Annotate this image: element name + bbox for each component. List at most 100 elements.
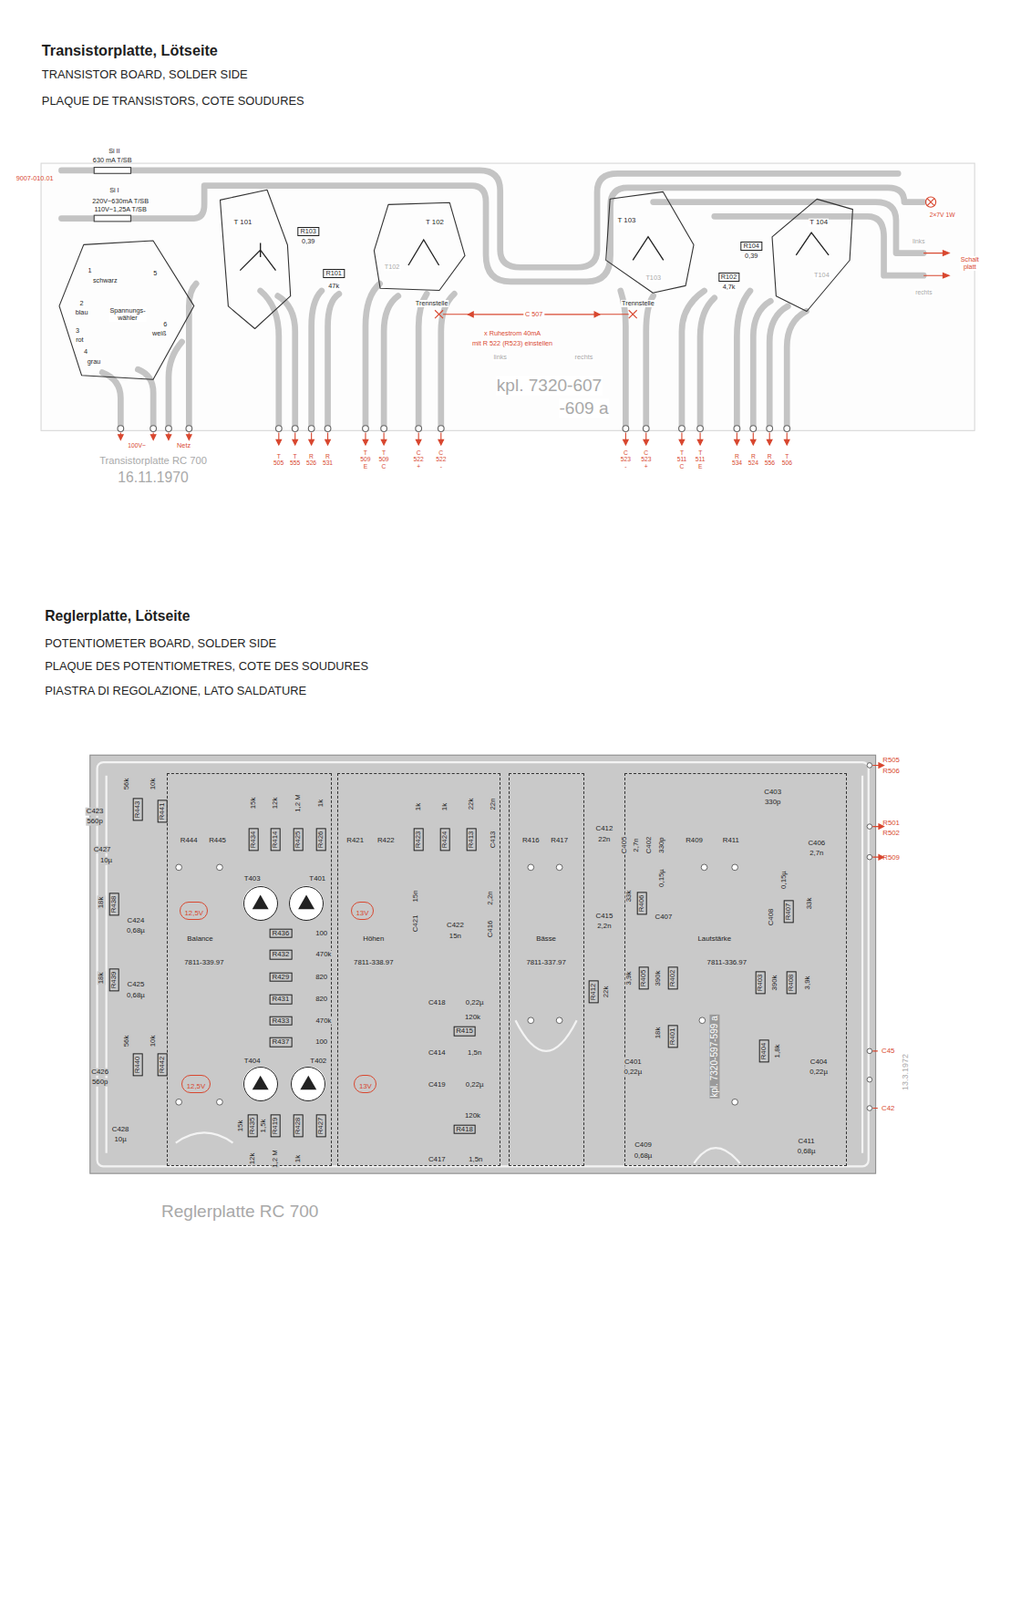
part-label: 10k xyxy=(149,1034,158,1049)
part-label: C423 xyxy=(85,807,105,816)
part-label: 0,22µ xyxy=(808,1067,829,1076)
part-label: R433 xyxy=(269,1015,293,1026)
part-label: C416 xyxy=(485,919,495,939)
part-label: R422 xyxy=(376,835,396,845)
part-label: Reglerplatte, Lötseite xyxy=(43,608,191,625)
part-label: 2×7V 1W xyxy=(928,212,957,219)
part-label: 56k xyxy=(123,777,132,792)
part-label: 1,5n xyxy=(467,1155,484,1165)
part-label: T 511 E xyxy=(694,449,707,470)
part-label: R 524 xyxy=(747,453,760,467)
part-label: R407 xyxy=(783,900,794,924)
part-label: PLAQUE DES POTENTIOMETRES, COTE DES SOUD… xyxy=(43,659,370,673)
part-label: 0,22µ xyxy=(622,1067,643,1076)
part-label: C404 xyxy=(809,1057,829,1066)
part-label: C418 xyxy=(427,998,447,1007)
part-label: 22n xyxy=(597,835,611,844)
voltage-text: 13V xyxy=(359,1082,372,1092)
part-label: mit R 522 (R523) einstellen xyxy=(471,340,554,348)
part-label: 0,39 xyxy=(300,237,316,246)
part-label: Si I xyxy=(108,186,121,195)
part-label: 56k xyxy=(123,1034,132,1049)
part-label: 47k xyxy=(327,282,341,290)
part-label: PLAQUE DE TRANSISTORS, COTE SOUDURES xyxy=(41,94,306,108)
part-label: Netz xyxy=(175,442,192,450)
part-label: 0,22µ xyxy=(464,1081,485,1090)
voltage-marker: 13V xyxy=(350,901,374,920)
edge-label: C 507 xyxy=(523,310,545,319)
transistor-outline: T 104 xyxy=(763,195,856,324)
part-label: C 522 + xyxy=(412,449,424,470)
part-label: R405 xyxy=(638,966,649,990)
part-label: R102 xyxy=(718,272,740,282)
part-label: 2,7n xyxy=(631,837,640,854)
outline-shape xyxy=(763,195,856,324)
transistor-circle: T403 xyxy=(243,886,279,921)
part-label: R101 xyxy=(323,268,345,279)
part-label: C408 xyxy=(766,907,775,927)
node-text: 5 xyxy=(152,269,158,278)
part-label: Reglerplatte RC 700 xyxy=(160,1202,320,1222)
part-label: Trennstelle xyxy=(414,299,450,308)
transistor-outline: T 101 xyxy=(216,187,293,331)
transistor-board xyxy=(41,163,975,445)
part-label: C405 xyxy=(620,835,629,856)
node-text: 2 xyxy=(79,299,85,308)
part-label: 820 xyxy=(314,972,329,981)
part-label: 0,68µ xyxy=(633,1151,654,1160)
part-label: C402 xyxy=(645,835,654,856)
part-label: R427 xyxy=(315,1114,326,1138)
part-label: C407 xyxy=(654,912,674,921)
part-label: 330p xyxy=(763,798,782,807)
part-label: 630 mA T/SB xyxy=(92,156,134,165)
part-label: R418 xyxy=(453,1123,476,1135)
part-label: 0,68µ xyxy=(125,927,146,936)
part-label: 10µ xyxy=(99,856,114,866)
part-label: 10k xyxy=(149,777,158,792)
part-label: R412 xyxy=(587,980,598,1004)
part-label: T 511 C xyxy=(676,449,689,470)
part-label: R506 xyxy=(881,766,901,775)
voltage-text: 12,5V xyxy=(186,1082,206,1092)
part-label: kpl. 7320-597-599 a xyxy=(709,1014,720,1099)
part-label: R408 xyxy=(785,971,796,995)
part-label: 15n xyxy=(448,932,463,941)
part-label: 0,39 xyxy=(743,252,759,260)
part-label: R440 xyxy=(133,1053,144,1077)
part-label: R428 xyxy=(293,1114,304,1138)
outline-path xyxy=(772,198,853,311)
part-label: kpl. 7320-607 xyxy=(495,376,603,396)
part-label: 330p xyxy=(657,835,666,854)
part-label: T 505 xyxy=(272,453,285,467)
part-label: 12k xyxy=(271,796,280,811)
part-label: Transistorplatte RC 700 xyxy=(98,454,208,466)
part-label: C427 xyxy=(92,845,113,854)
part-label: C403 xyxy=(762,788,783,797)
part-label: R417 xyxy=(549,835,569,845)
part-label: R409 xyxy=(684,835,704,845)
part-label: 1,5n xyxy=(466,1048,483,1057)
node-text: T 102 xyxy=(424,218,445,227)
part-label: 12k xyxy=(247,1152,257,1166)
part-label: 1k xyxy=(414,801,423,811)
node-text: 7811-339.97 xyxy=(183,958,225,968)
part-label: 15n xyxy=(411,889,420,904)
part-label: 22k xyxy=(602,985,611,1000)
part-label: R406 xyxy=(637,892,648,916)
part-label: Schalt platt xyxy=(959,256,980,271)
outline-path xyxy=(59,240,195,380)
part-label: R413 xyxy=(466,827,477,851)
part-label: Trennstelle xyxy=(620,299,656,308)
voltage-marker: 13V xyxy=(353,1074,377,1093)
part-label: C426 xyxy=(90,1067,110,1076)
part-label: 560p xyxy=(85,817,104,826)
part-label: 220V~630mA T/SB xyxy=(91,197,150,206)
node-text: weiß xyxy=(151,329,167,338)
node-text: 1 xyxy=(87,267,93,275)
part-label: T104 xyxy=(813,271,831,279)
heading: Transistorplatte, Lötseite xyxy=(41,42,219,60)
node-text: T401 xyxy=(308,875,327,884)
part-label: C422 xyxy=(445,920,465,929)
